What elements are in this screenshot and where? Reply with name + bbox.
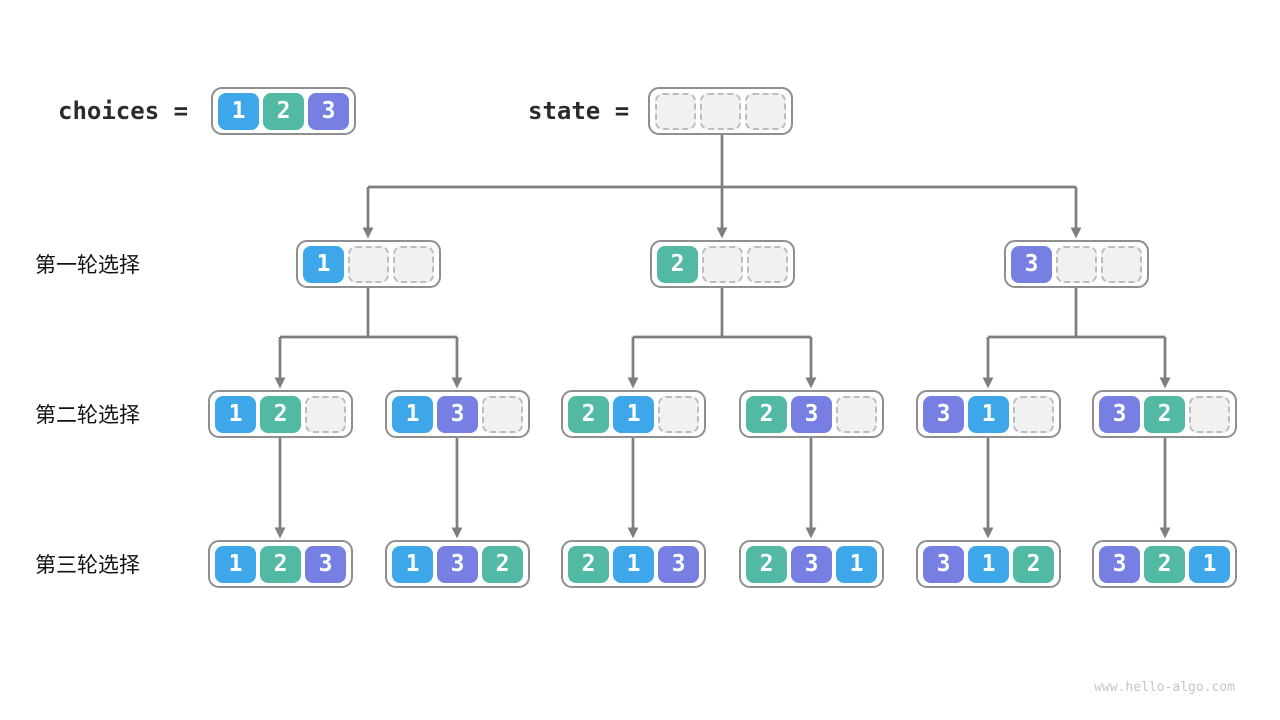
array-cell: 1 xyxy=(303,245,344,283)
array-cell: 2 xyxy=(482,545,523,583)
array-cell: 2 xyxy=(746,395,787,433)
connector-lines xyxy=(274,134,1171,539)
watermark: www.hello-algo.com xyxy=(1094,680,1235,695)
array-cell xyxy=(305,395,346,433)
array-cell: 3 xyxy=(1099,545,1140,583)
array-cell: 1 xyxy=(968,545,1009,583)
state-label: state = xyxy=(528,97,630,125)
array-cell: 1 xyxy=(836,545,877,583)
array-cell: 2 xyxy=(263,92,304,130)
array-cell: 2 xyxy=(260,545,301,583)
array-cell: 1 xyxy=(392,395,433,433)
state-array xyxy=(648,87,793,135)
array-cell: 1 xyxy=(392,545,433,583)
array-cell: 1 xyxy=(613,545,654,583)
row-label-round-3: 第三轮选择 xyxy=(35,554,140,577)
array-cell xyxy=(747,245,788,283)
array-cell: 2 xyxy=(260,395,301,433)
array-cell xyxy=(1189,395,1230,433)
state-node: 1 2 3 xyxy=(208,540,353,588)
array-cell: 2 xyxy=(657,245,698,283)
array-cell: 2 xyxy=(568,395,609,433)
state-node: 3 1 xyxy=(916,390,1061,438)
array-cell xyxy=(1056,245,1097,283)
array-cell: 2 xyxy=(1144,545,1185,583)
array-cell xyxy=(658,395,699,433)
array-cell xyxy=(393,245,434,283)
array-cell: 3 xyxy=(437,545,478,583)
array-cell: 1 xyxy=(215,545,256,583)
state-node: 3 2 xyxy=(1092,390,1237,438)
array-cell: 1 xyxy=(218,92,259,130)
state-node: 1 xyxy=(296,240,441,288)
row-label-round-1: 第一轮选择 xyxy=(35,254,140,277)
row-label-round-2: 第二轮选择 xyxy=(35,404,140,427)
choices-array: 1 2 3 xyxy=(211,87,356,135)
state-node: 2 1 xyxy=(561,390,706,438)
state-node: 2 1 3 xyxy=(561,540,706,588)
array-cell: 3 xyxy=(1099,395,1140,433)
array-cell: 3 xyxy=(308,92,349,130)
array-cell xyxy=(745,92,786,130)
array-cell xyxy=(836,395,877,433)
array-cell: 2 xyxy=(1013,545,1054,583)
array-cell xyxy=(1101,245,1142,283)
state-node: 3 xyxy=(1004,240,1149,288)
array-cell xyxy=(655,92,696,130)
array-cell: 2 xyxy=(746,545,787,583)
array-cell: 3 xyxy=(437,395,478,433)
state-node: 3 1 2 xyxy=(916,540,1061,588)
array-cell: 2 xyxy=(568,545,609,583)
array-cell xyxy=(482,395,523,433)
state-node: 2 3 1 xyxy=(739,540,884,588)
array-cell: 3 xyxy=(923,545,964,583)
array-cell: 3 xyxy=(791,395,832,433)
array-cell: 2 xyxy=(1144,395,1185,433)
array-cell: 1 xyxy=(613,395,654,433)
state-node: 1 3 xyxy=(385,390,530,438)
array-cell: 1 xyxy=(968,395,1009,433)
state-node: 1 2 xyxy=(208,390,353,438)
array-cell: 1 xyxy=(1189,545,1230,583)
choices-label: choices = xyxy=(58,97,189,125)
array-cell xyxy=(702,245,743,283)
array-cell: 3 xyxy=(1011,245,1052,283)
state-node: 2 3 xyxy=(739,390,884,438)
array-cell: 3 xyxy=(923,395,964,433)
array-cell xyxy=(700,92,741,130)
array-cell: 3 xyxy=(791,545,832,583)
array-cell xyxy=(348,245,389,283)
array-cell: 1 xyxy=(215,395,256,433)
array-cell: 3 xyxy=(305,545,346,583)
array-cell: 3 xyxy=(658,545,699,583)
state-node: 1 3 2 xyxy=(385,540,530,588)
array-cell xyxy=(1013,395,1054,433)
state-node: 2 xyxy=(650,240,795,288)
state-node: 3 2 1 xyxy=(1092,540,1237,588)
